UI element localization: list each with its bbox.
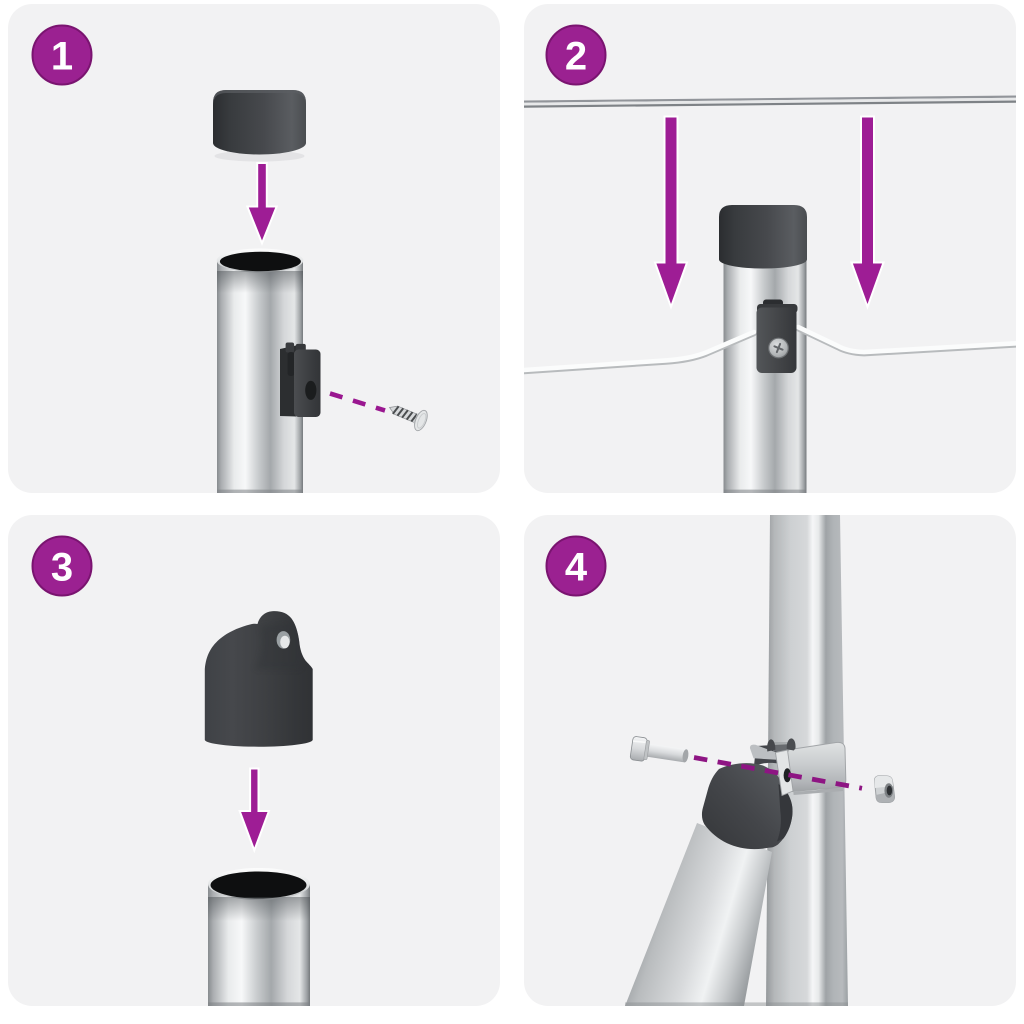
svg-text:1: 1 <box>51 35 73 79</box>
svg-text:4: 4 <box>565 546 588 590</box>
svg-text:2: 2 <box>565 35 587 79</box>
svg-text:3: 3 <box>51 546 73 590</box>
